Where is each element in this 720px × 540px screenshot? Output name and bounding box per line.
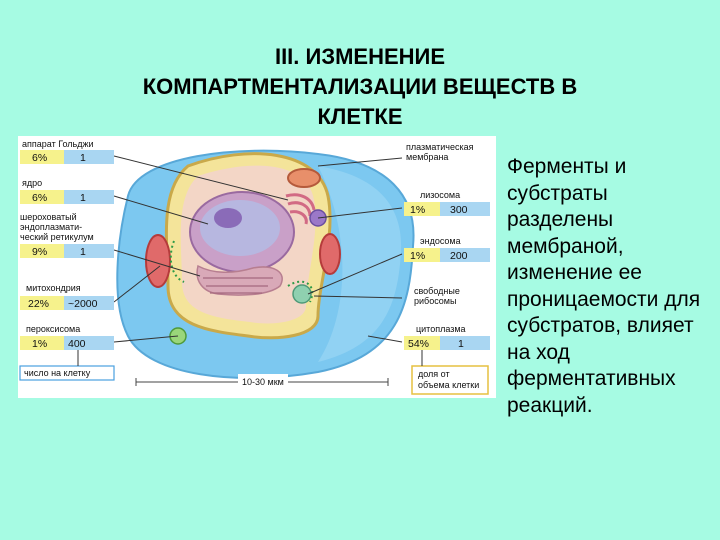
- label-rough-er: шероховатый эндоплазмати- ческий ретикул…: [20, 212, 114, 258]
- lysosome-count: 300: [450, 204, 468, 216]
- rough-er-name-3: ческий ретикулум: [20, 232, 94, 242]
- scale-bar: 10-30 мкм: [135, 374, 389, 388]
- slide-title: III. ИЗМЕНЕНИЕ КОМПАРТМЕНТАЛИЗАЦИИ ВЕЩЕС…: [40, 42, 680, 132]
- legend-volume: доля от объема клетки: [411, 350, 489, 395]
- nucleus-inner: [200, 200, 280, 256]
- endosome-count: 200: [450, 250, 468, 262]
- legend-volume-line1: доля от: [418, 369, 450, 379]
- cytoplasm-count: 1: [458, 338, 464, 350]
- mitochondrion-pct: 22%: [28, 298, 49, 310]
- mitochondrion-right: [319, 233, 341, 275]
- label-nucleus: ядро 6% 1: [20, 178, 114, 204]
- label-cytoplasm: цитоплазма 54% 1: [404, 324, 490, 350]
- endosome: [292, 284, 312, 304]
- title-line-3: КЛЕТКЕ: [317, 104, 403, 129]
- plasma-membrane-name-2: мембрана: [406, 152, 448, 162]
- golgi-count: 1: [80, 152, 86, 164]
- label-endosome: эндосома 1% 200: [404, 236, 490, 262]
- lysosome-name: лизосома: [420, 190, 460, 200]
- cell-diagram: аппарат Гольджи 6% 1 ядро 6% 1 шероховат…: [19, 139, 490, 395]
- rough-er-name-1: шероховатый: [20, 212, 77, 222]
- mitochondrion-top: [287, 168, 321, 188]
- cytoplasm-pct: 54%: [408, 338, 429, 350]
- label-lysosome: лизосома 1% 300: [404, 190, 490, 216]
- title-line-2: КОМПАРТМЕНТАЛИЗАЦИИ ВЕЩЕСТВ В: [142, 74, 578, 99]
- rough-er-count: 1: [80, 246, 86, 258]
- peroxisome-name: пероксисома: [26, 324, 80, 334]
- peroxisome-pct: 1%: [32, 338, 47, 350]
- nucleus-name: ядро: [22, 178, 42, 188]
- cell-diagram-panel: аппарат Гольджи 6% 1 ядро 6% 1 шероховат…: [18, 136, 496, 398]
- cytoplasm-name: цитоплазма: [416, 324, 466, 334]
- lysosome-pct: 1%: [410, 204, 425, 216]
- endoplasmic-reticulum: [196, 264, 283, 296]
- rough-er-name-2: эндоплазмати-: [20, 222, 82, 232]
- rough-er-pct: 9%: [32, 246, 47, 258]
- cytoplasm-shade: [318, 166, 402, 362]
- label-mitochondrion: митохондрия 22% ~2000: [20, 283, 114, 310]
- peroxisome-count: 400: [68, 338, 86, 350]
- legend-count: число на клетку: [19, 350, 115, 381]
- endosome-name: эндосома: [420, 236, 461, 246]
- leader-lines: [113, 155, 403, 343]
- label-plasma-membrane: плазматическая мембрана: [406, 142, 474, 162]
- nucleus-count: 1: [80, 192, 86, 204]
- golgi-name: аппарат Гольджи: [22, 139, 94, 149]
- plasma-membrane-name-1: плазматическая: [406, 142, 474, 152]
- nucleus-pct: 6%: [32, 192, 47, 204]
- free-ribosomes-name-2: рибосомы: [414, 296, 456, 306]
- golgi-pct: 6%: [32, 152, 47, 164]
- legend-count-text: число на клетку: [24, 368, 91, 378]
- mitochondrion-count: ~2000: [68, 298, 98, 310]
- free-ribosomes: [287, 280, 314, 303]
- endosome-pct: 1%: [410, 250, 425, 262]
- er-folds: [203, 277, 273, 294]
- golgi-apparatus: [285, 193, 316, 225]
- mitochondrion-name: митохондрия: [26, 283, 81, 293]
- description-text: Ферменты и субстраты разделены мембраной…: [507, 155, 701, 417]
- label-peroxisome: пероксисома 1% 400: [20, 324, 114, 350]
- nucleolus: [214, 208, 242, 228]
- cell-illustration: [116, 149, 415, 379]
- legend-volume-line2: объема клетки: [418, 380, 479, 390]
- label-golgi: аппарат Гольджи 6% 1: [20, 139, 114, 164]
- scale-label: 10-30 мкм: [242, 377, 284, 387]
- label-free-ribosomes: свободные рибосомы: [414, 286, 460, 306]
- free-ribosomes-name-1: свободные: [414, 286, 460, 296]
- title-line-1: III. ИЗМЕНЕНИЕ: [274, 44, 446, 69]
